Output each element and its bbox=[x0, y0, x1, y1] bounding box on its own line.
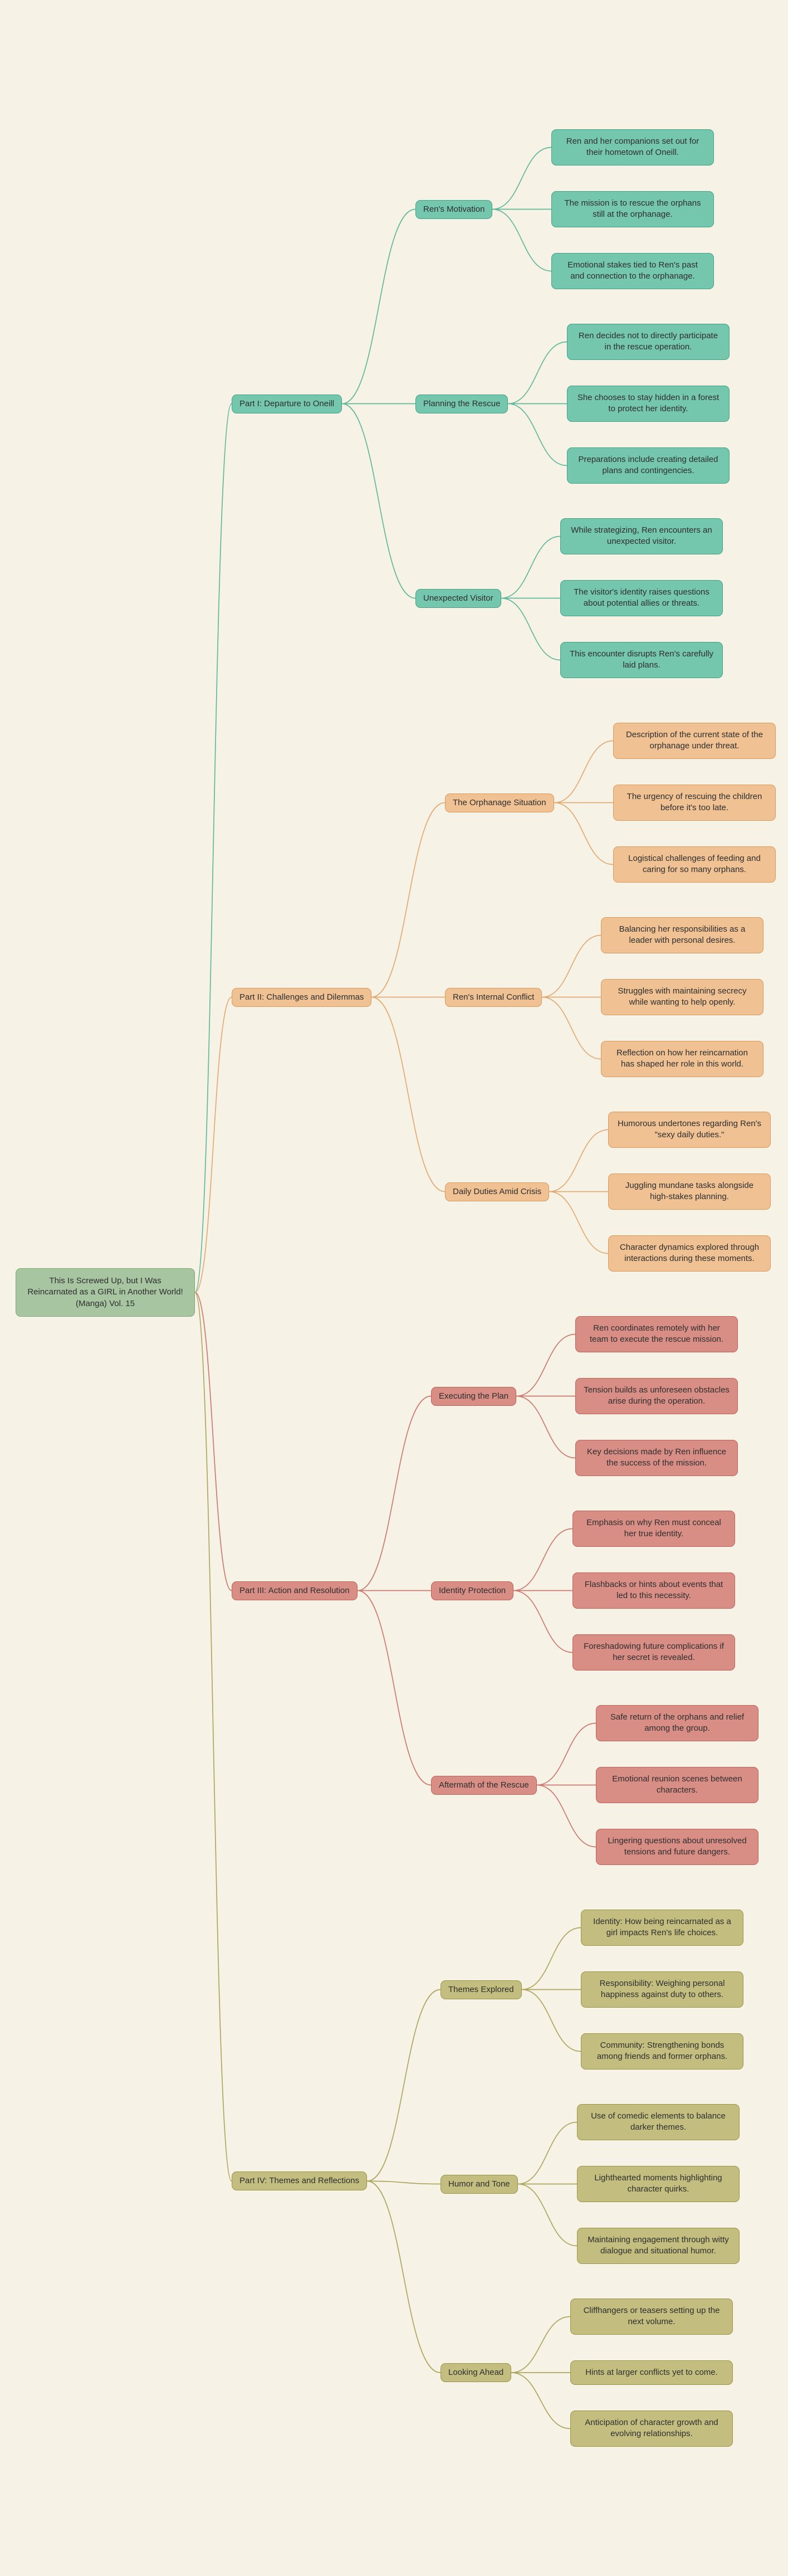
node-part-4-2-1[interactable]: Use of comedic elements to balance darke… bbox=[577, 2104, 740, 2140]
node-part-3-2-2[interactable]: Flashbacks or hints about events that le… bbox=[572, 1572, 735, 1609]
node-part-3-2[interactable]: Identity Protection bbox=[431, 1581, 514, 1601]
mindmap-edge bbox=[492, 208, 552, 272]
mindmap-edge bbox=[511, 2372, 571, 2429]
mindmap-edge bbox=[341, 403, 416, 599]
node-part-3-2-1[interactable]: Emphasis on why Ren must conceal her tru… bbox=[572, 1511, 735, 1547]
mindmap-edge bbox=[521, 1927, 581, 1990]
node-part-2-1-1[interactable]: Description of the current state of the … bbox=[613, 723, 776, 759]
node-part-3-3-1[interactable]: Safe return of the orphans and relief am… bbox=[596, 1705, 758, 1741]
mindmap-edge bbox=[554, 740, 614, 804]
node-part-2-3-2[interactable]: Juggling mundane tasks alongside high-st… bbox=[608, 1173, 771, 1210]
node-part-4-1-1[interactable]: Identity: How being reincarnated as a gi… bbox=[581, 1910, 743, 1946]
mindmap-edge bbox=[513, 1590, 573, 1653]
node-part-4-2-3[interactable]: Maintaining engagement through witty dia… bbox=[577, 2228, 740, 2264]
mindmap-edge bbox=[501, 535, 561, 599]
mindmap-edge bbox=[549, 1129, 609, 1192]
node-part-4-3-3[interactable]: Anticipation of character growth and evo… bbox=[570, 2411, 733, 2447]
node-part-4[interactable]: Part IV: Themes and Reflections bbox=[232, 2171, 368, 2191]
node-part-1-2-2[interactable]: She chooses to stay hidden in a forest t… bbox=[567, 386, 730, 422]
node-part-3[interactable]: Part III: Action and Resolution bbox=[232, 1581, 358, 1601]
node-part-4-3[interactable]: Looking Ahead bbox=[441, 2363, 512, 2383]
node-part-4-3-1[interactable]: Cliffhangers or teasers setting up the n… bbox=[570, 2299, 733, 2335]
node-part-4-1-2[interactable]: Responsibility: Weighing personal happin… bbox=[581, 1971, 743, 2008]
mindmap-edge bbox=[549, 1191, 609, 1254]
mindmap-edge bbox=[516, 1333, 576, 1397]
node-part-1-1-3[interactable]: Emotional stakes tied to Ren's past and … bbox=[551, 253, 714, 289]
mindmap-edge bbox=[194, 996, 232, 1293]
node-part-2-3-3[interactable]: Character dynamics explored through inte… bbox=[608, 1235, 771, 1272]
node-part-2-2-1[interactable]: Balancing her responsibilities as a lead… bbox=[601, 917, 763, 953]
node-part-1-3-1[interactable]: While strategizing, Ren encounters an un… bbox=[560, 518, 723, 554]
mindmap-edge bbox=[194, 403, 232, 1293]
node-part-1-1-1[interactable]: Ren and her companions set out for their… bbox=[551, 129, 714, 165]
node-part-1-3-2[interactable]: The visitor's identity raises questions … bbox=[560, 580, 723, 616]
mindmap-edge bbox=[517, 2183, 577, 2247]
mindmap-edge bbox=[511, 2316, 571, 2373]
node-part-1-1-2[interactable]: The mission is to rescue the orphans sti… bbox=[551, 191, 714, 227]
mindmap-edge bbox=[194, 1292, 232, 2182]
node-part-4-3-2[interactable]: Hints at larger conflicts yet to come. bbox=[570, 2360, 733, 2385]
node-part-1[interactable]: Part I: Departure to Oneill bbox=[232, 395, 342, 414]
mindmap-edge bbox=[554, 802, 614, 865]
node-part-2-1-3[interactable]: Logistical challenges of feeding and car… bbox=[613, 846, 776, 883]
mindmap-edge bbox=[357, 1395, 432, 1591]
mindmap-edge bbox=[492, 147, 552, 210]
node-part-3-3-3[interactable]: Lingering questions about unresolved ten… bbox=[596, 1829, 758, 1865]
mindmap-edge bbox=[501, 597, 561, 661]
mindmap-edge bbox=[341, 208, 416, 405]
node-part-4-2-2[interactable]: Lighthearted moments highlighting charac… bbox=[577, 2166, 740, 2202]
mindmap-edge bbox=[366, 2180, 441, 2185]
node-root[interactable]: This Is Screwed Up, but I Was Reincarnat… bbox=[16, 1268, 195, 1317]
node-part-1-1[interactable]: Ren's Motivation bbox=[415, 200, 493, 220]
mindmap-edge bbox=[536, 1722, 596, 1786]
mindmap-edge bbox=[513, 1528, 573, 1591]
node-part-1-2-1[interactable]: Ren decides not to directly participate … bbox=[567, 324, 730, 360]
node-part-4-1[interactable]: Themes Explored bbox=[441, 1980, 522, 2000]
node-part-3-1-3[interactable]: Key decisions made by Ren influence the … bbox=[575, 1440, 738, 1476]
node-part-1-3[interactable]: Unexpected Visitor bbox=[415, 589, 501, 608]
node-part-2-3[interactable]: Daily Duties Amid Crisis bbox=[445, 1182, 550, 1202]
node-part-3-2-3[interactable]: Foreshadowing future complications if he… bbox=[572, 1634, 735, 1671]
mindmap-edge bbox=[366, 2180, 441, 2373]
node-part-2-1[interactable]: The Orphanage Situation bbox=[445, 793, 554, 813]
mindmap-edge bbox=[517, 2121, 577, 2185]
mindmap-edge bbox=[194, 1292, 232, 1591]
node-part-3-1-1[interactable]: Ren coordinates remotely with her team t… bbox=[575, 1316, 738, 1352]
node-part-1-2-3[interactable]: Preparations include creating detailed p… bbox=[567, 447, 730, 484]
mindmap-edge bbox=[536, 1784, 596, 1848]
node-part-2-3-1[interactable]: Humorous undertones regarding Ren's "sex… bbox=[608, 1112, 771, 1148]
mindmap-edge bbox=[371, 802, 446, 998]
mindmap-edge bbox=[541, 996, 601, 1060]
mindmap-edge bbox=[507, 403, 567, 466]
mindmap-edge bbox=[541, 934, 601, 998]
mindmap-edge bbox=[366, 1989, 441, 2182]
node-part-1-3-3[interactable]: This encounter disrupts Ren's carefully … bbox=[560, 642, 723, 678]
mindmap-edge bbox=[507, 341, 567, 405]
node-part-3-1-2[interactable]: Tension builds as unforeseen obstacles a… bbox=[575, 1378, 738, 1414]
node-part-2-1-2[interactable]: The urgency of rescuing the children bef… bbox=[613, 785, 776, 821]
node-part-2[interactable]: Part II: Challenges and Dilemmas bbox=[232, 988, 372, 1007]
mindmap-edge bbox=[371, 996, 446, 1192]
node-part-2-2-2[interactable]: Struggles with maintaining secrecy while… bbox=[601, 979, 763, 1015]
mindmap-edge bbox=[357, 1590, 432, 1786]
node-part-3-3-2[interactable]: Emotional reunion scenes between charact… bbox=[596, 1767, 758, 1803]
node-part-4-1-3[interactable]: Community: Strengthening bonds among fri… bbox=[581, 2033, 743, 2069]
node-part-2-2-3[interactable]: Reflection on how her reincarnation has … bbox=[601, 1041, 763, 1077]
node-part-1-2[interactable]: Planning the Rescue bbox=[415, 395, 508, 414]
node-part-3-1[interactable]: Executing the Plan bbox=[431, 1387, 517, 1406]
node-part-2-2[interactable]: Ren's Internal Conflict bbox=[445, 988, 542, 1007]
node-part-4-2[interactable]: Humor and Tone bbox=[441, 2175, 518, 2194]
mindmap-edge bbox=[516, 1395, 576, 1459]
mindmap-edge bbox=[521, 1989, 581, 2052]
node-part-3-3[interactable]: Aftermath of the Rescue bbox=[431, 1776, 537, 1795]
